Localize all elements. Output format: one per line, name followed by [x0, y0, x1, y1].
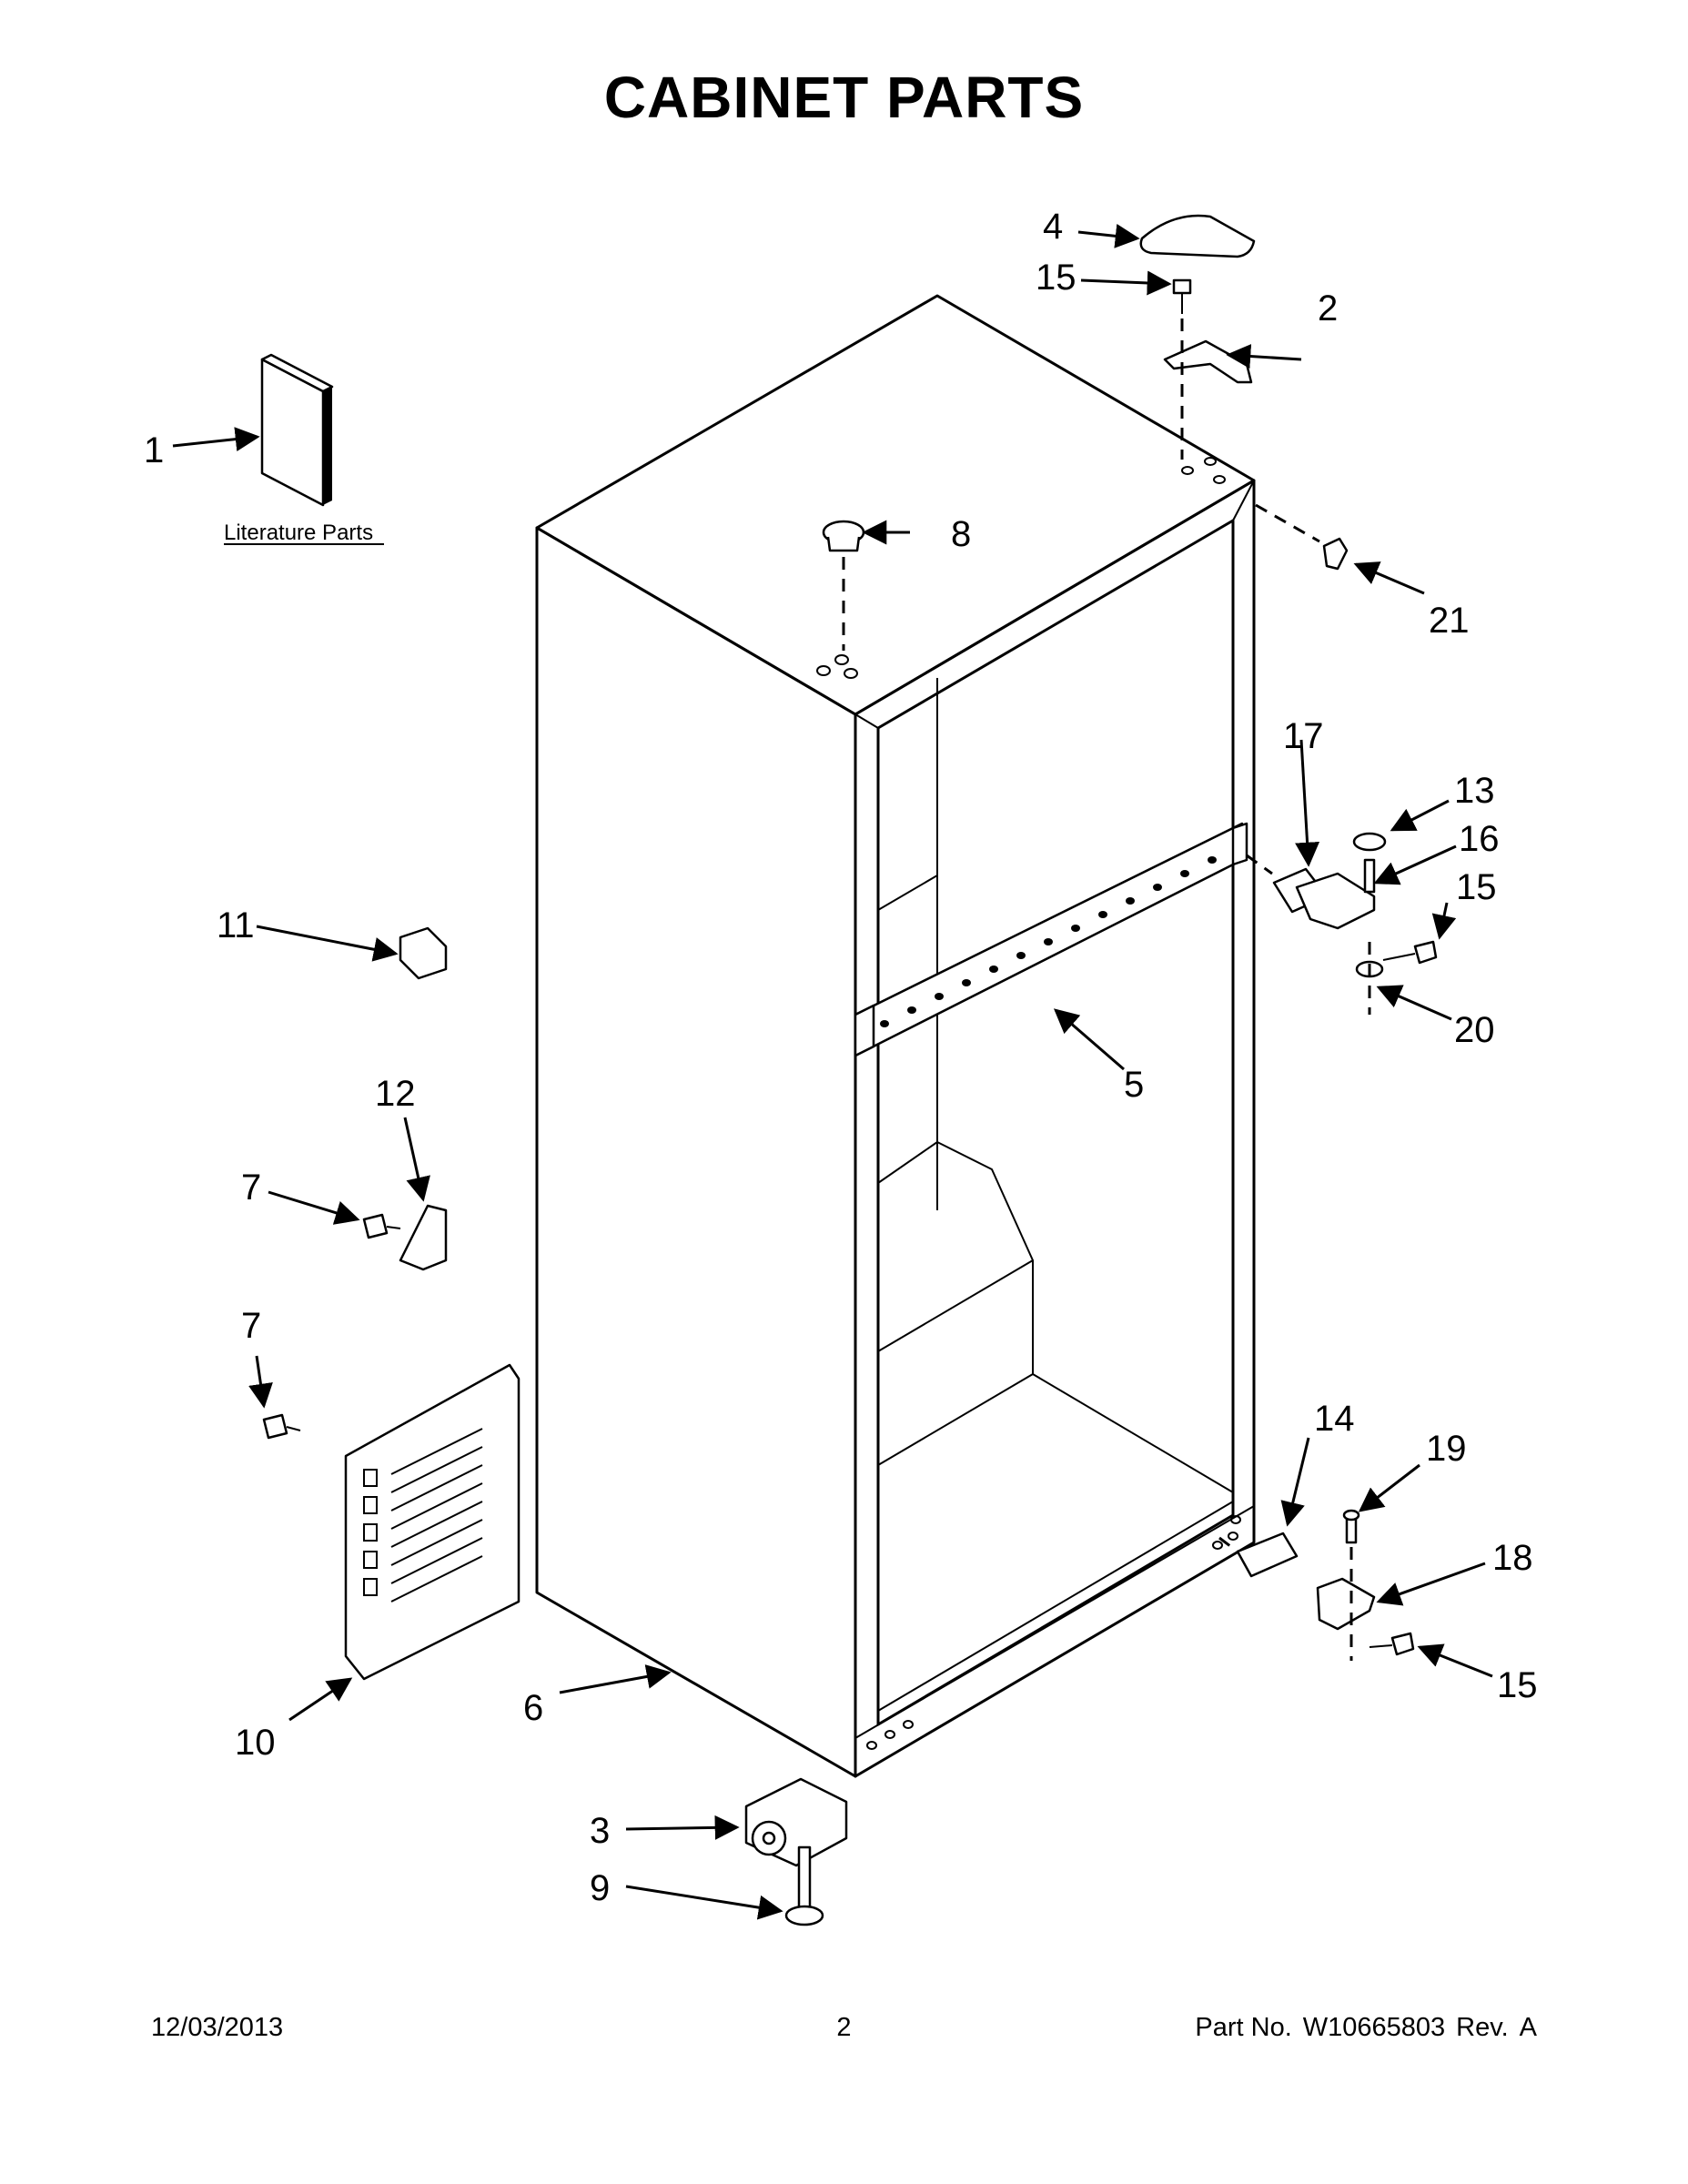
page-title: CABINET PARTS	[603, 65, 1085, 130]
plug	[822, 520, 865, 552]
rev-label: Rev.	[1456, 2013, 1509, 2042]
clip-11	[399, 926, 448, 980]
center-hinge	[1295, 872, 1376, 930]
footer-date: 12/03/2013	[151, 2013, 284, 2042]
callout-11: 11	[217, 905, 255, 945]
bracket-12	[399, 1204, 448, 1271]
callout-3: 3	[590, 1811, 610, 1851]
rear-access-panel	[344, 1363, 521, 1681]
part-number: W10665803	[1302, 2013, 1446, 2042]
callout-5: 5	[1124, 1065, 1144, 1105]
callout-7b: 7	[241, 1306, 261, 1346]
callout-21: 21	[1429, 601, 1470, 641]
callout-6: 6	[523, 1688, 543, 1728]
callout-20: 20	[1454, 1010, 1495, 1050]
callout-13: 13	[1454, 771, 1495, 811]
callout-14: 14	[1314, 1399, 1355, 1439]
leveling-leg	[784, 1845, 824, 1926]
hinge-cover	[1139, 214, 1256, 258]
callout-15c: 15	[1497, 1665, 1538, 1705]
rev-value: A	[1519, 2013, 1537, 2042]
callout-18: 18	[1492, 1538, 1533, 1578]
literature-parts-label: Literature Parts	[224, 521, 373, 545]
screw-bottom	[1369, 1632, 1415, 1656]
callout-15b: 15	[1456, 867, 1497, 907]
screw-7-lower	[262, 1413, 301, 1440]
footer-page-number: 2	[836, 2013, 852, 2042]
callout-19: 19	[1426, 1429, 1467, 1469]
callout-1: 1	[144, 430, 164, 470]
top-hinge	[1163, 339, 1253, 384]
callout-10: 10	[235, 1723, 276, 1763]
screw-top	[1172, 278, 1192, 314]
callout-9: 9	[590, 1868, 610, 1908]
hinge-pin-19	[1342, 1509, 1360, 1544]
footer-part-number: Part No. W10665803 Rev. A	[1184, 2013, 1537, 2043]
washer-top	[1352, 832, 1387, 852]
literature-booklet	[224, 353, 384, 545]
hinge-pin	[1363, 858, 1376, 894]
cabinet-body	[535, 294, 1256, 1778]
callout-7a: 7	[241, 1168, 261, 1208]
callout-17: 17	[1283, 716, 1324, 756]
callout-4: 4	[1043, 207, 1063, 247]
callout-12: 12	[375, 1074, 416, 1114]
leader-arrows	[172, 223, 1493, 1920]
roller-assembly	[744, 1777, 848, 1867]
callout-numbers: 1 2 3 4 5 6 7 7 8 9 10 11 12 13 14 15 15…	[144, 207, 1538, 1908]
screw-middle	[1382, 940, 1438, 965]
bottom-hinge	[1316, 1577, 1376, 1631]
bracket-21	[1322, 537, 1349, 571]
part-label: Part No.	[1195, 2013, 1292, 2042]
callout-2: 2	[1318, 288, 1338, 329]
screw-7-upper	[362, 1213, 401, 1239]
callout-15a: 15	[1036, 258, 1076, 298]
hinge-plate-14	[1236, 1532, 1299, 1578]
callout-8: 8	[951, 514, 971, 554]
callout-16: 16	[1459, 819, 1500, 859]
divider-rail	[854, 822, 1248, 1057]
